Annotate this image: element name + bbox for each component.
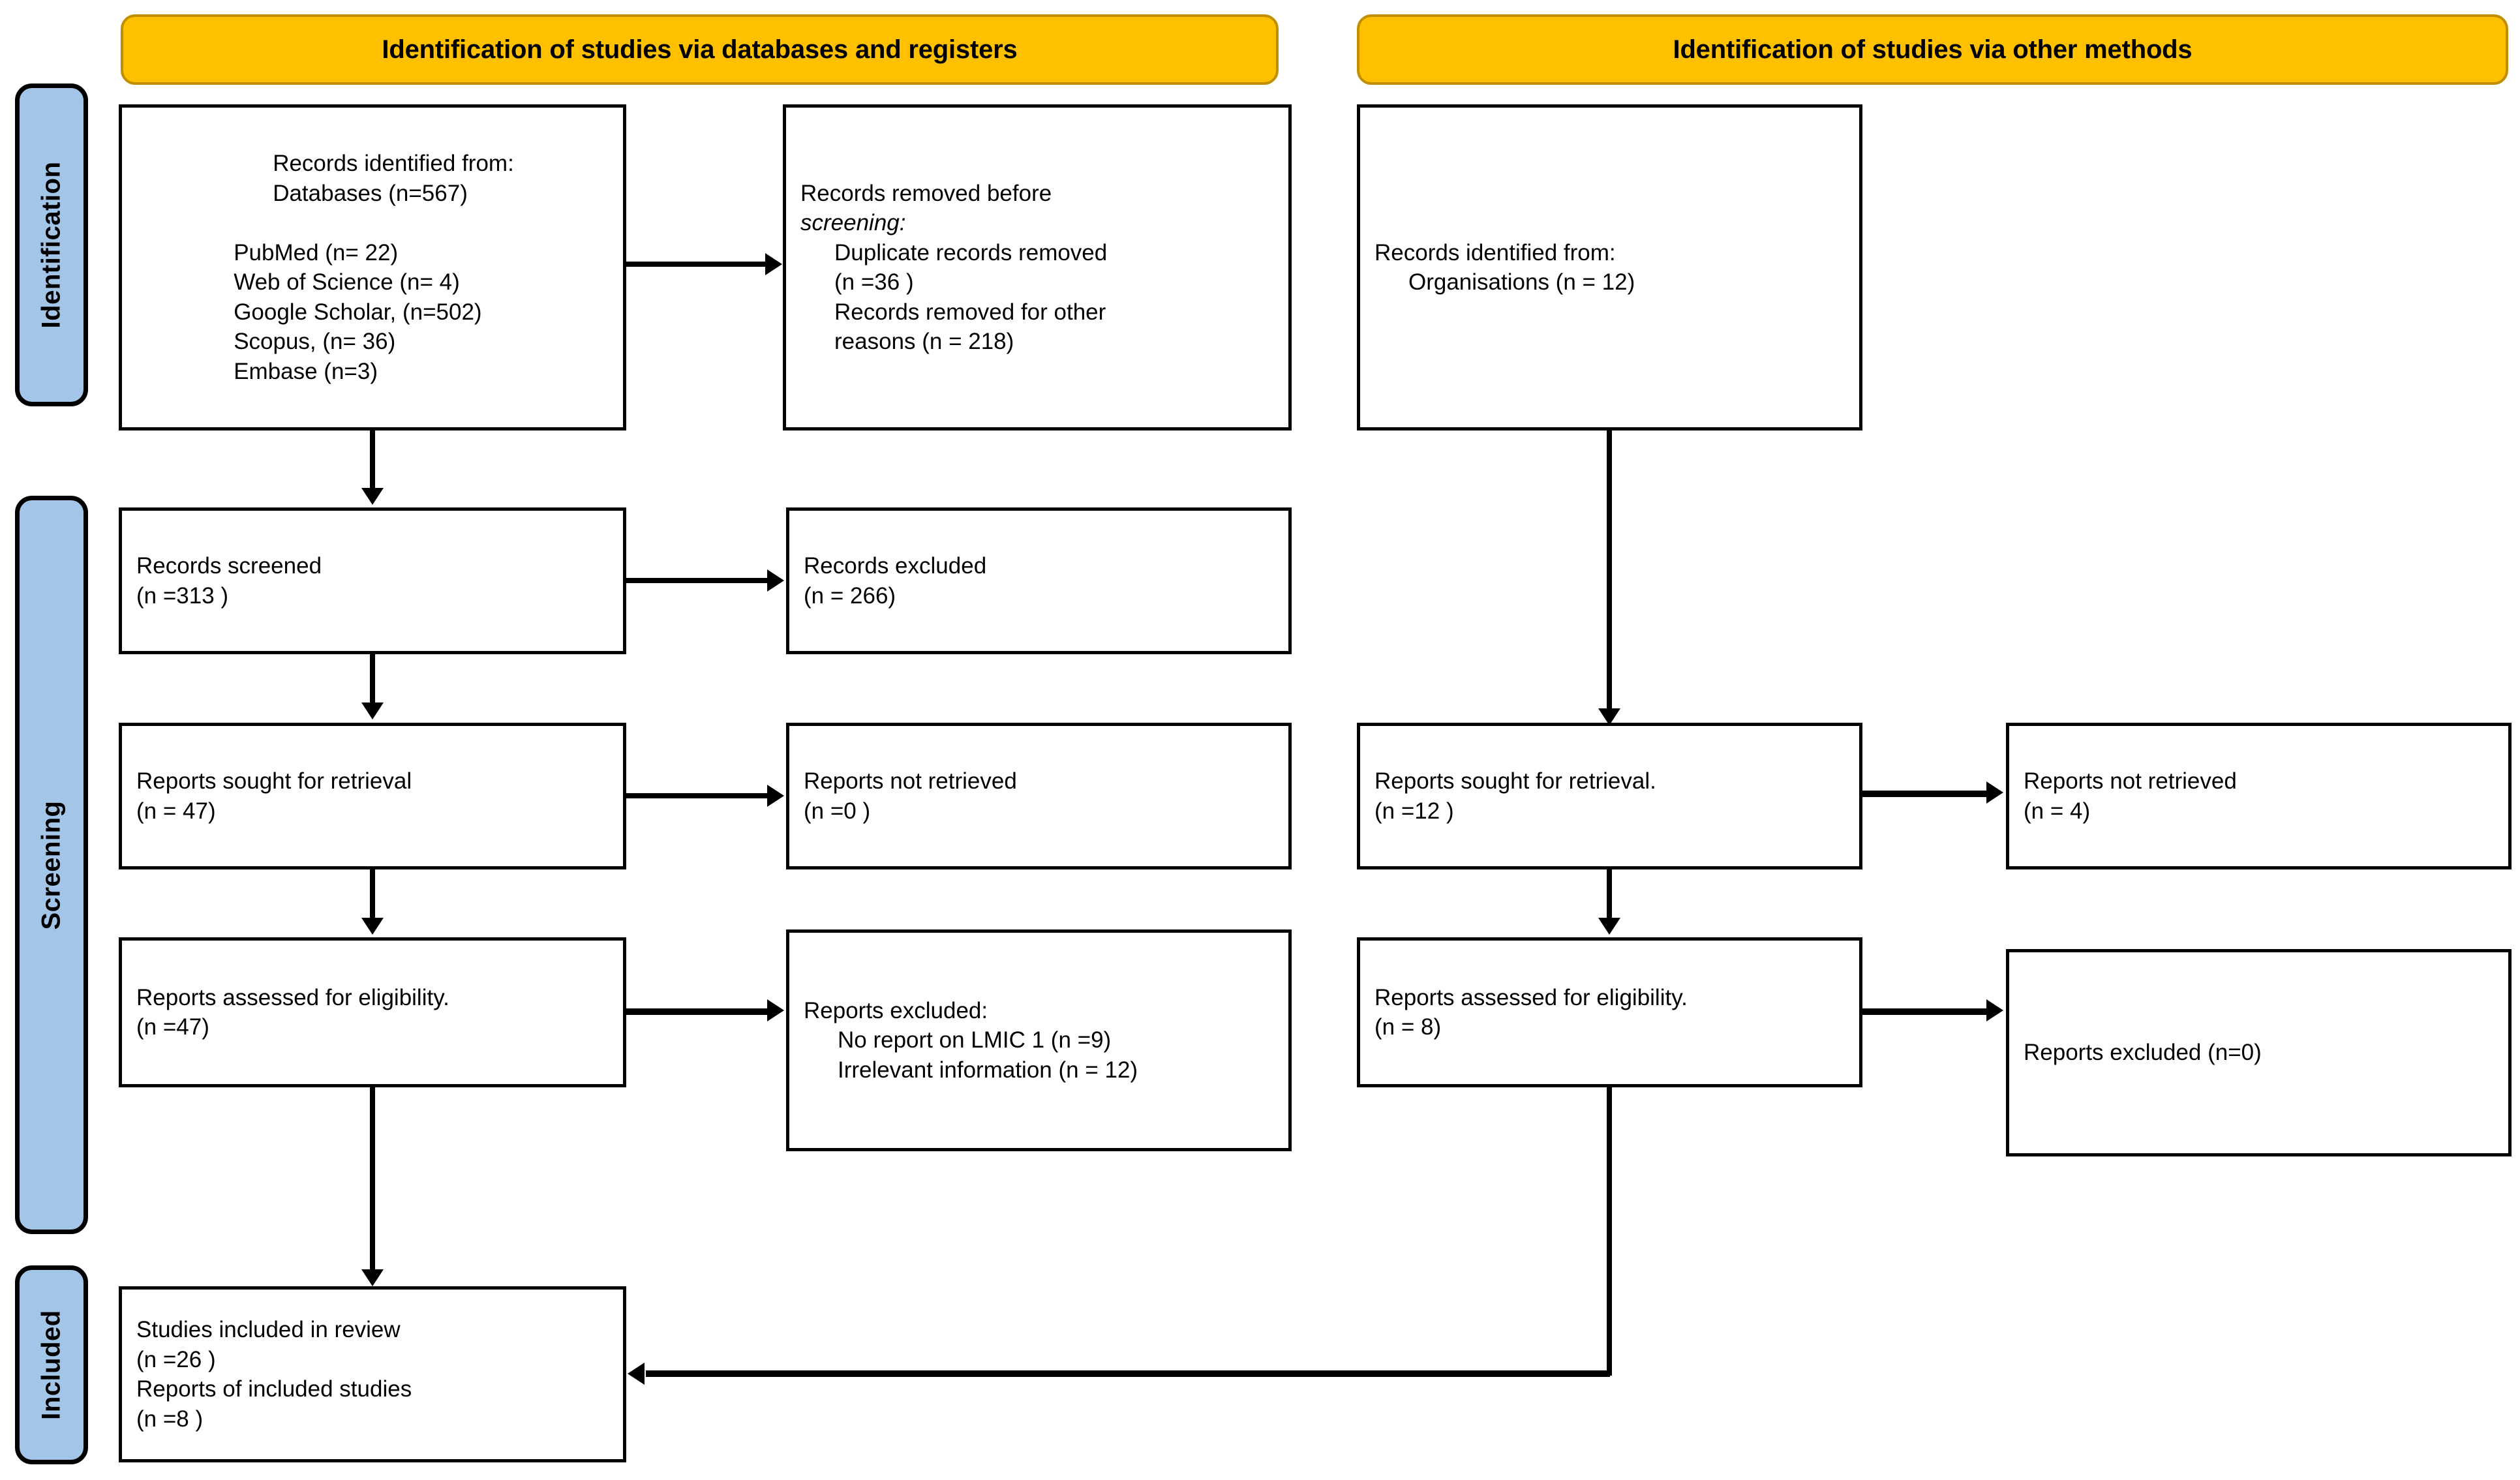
box-records-screened: Records screened (n =313 ): [119, 507, 626, 654]
connector-screened-to-sought: [370, 654, 375, 705]
box-line: Reports assessed for eligibility.: [1374, 984, 1688, 1010]
phase-header-other-methods-label: Identification of studies via other meth…: [1673, 35, 2193, 64]
box-line: (n =8 ): [136, 1406, 204, 1432]
stage-band-identification-label: Identification: [37, 161, 66, 329]
arrowhead-other-to-included: [628, 1363, 645, 1385]
connector-sought-to-assessed-db: [370, 869, 375, 920]
box-line: (n =0 ): [804, 798, 871, 824]
box-line: [234, 208, 514, 238]
box-line: Reports sought for retrieval: [136, 768, 412, 794]
box-line: Duplicate records removed: [834, 239, 1108, 265]
arrowhead-other-identified-to-sought: [1598, 708, 1620, 725]
arrowhead-sought-to-assessed-other: [1598, 918, 1620, 935]
connector-other-to-included-vertical: [1607, 1087, 1612, 1376]
phase-header-databases: Identification of studies via databases …: [121, 14, 1279, 85]
box-line: (n = 47): [136, 798, 216, 824]
stage-band-included-label: Included: [37, 1310, 66, 1420]
box-reports-not-retrieved-databases: Reports not retrieved (n =0 ): [786, 723, 1292, 869]
box-line: Records screened: [136, 553, 322, 579]
connector-identified-to-removed: [626, 262, 767, 267]
arrowhead-assessed-to-excluded-other: [1986, 999, 2003, 1021]
box-line: PubMed (n= 22): [234, 239, 399, 265]
box-reports-excluded-databases: Reports excluded: No report on LMIC 1 (n…: [786, 929, 1292, 1151]
box-reports-assessed-databases: Reports assessed for eligibility. (n =47…: [119, 937, 626, 1087]
box-line: Embase (n=3): [234, 358, 378, 384]
connector-other-to-included-horizontal: [646, 1370, 1610, 1377]
box-line: (n =47): [136, 1014, 209, 1040]
box-line: (n =313 ): [136, 582, 229, 609]
box-line: Records identified from:: [273, 151, 514, 176]
box-line: Records identified from:: [1374, 239, 1616, 265]
box-line: Reports of included studies: [136, 1376, 412, 1402]
box-line: Records excluded: [804, 553, 987, 579]
box-reports-sought-databases: Reports sought for retrieval (n = 47): [119, 723, 626, 869]
box-line: Scopus, (n= 36): [234, 329, 396, 354]
arrowhead-assessed-to-excluded-db: [767, 999, 784, 1021]
stage-band-screening: Screening: [15, 496, 88, 1234]
arrowhead-identified-to-removed: [765, 253, 782, 275]
box-line: (n =36 ): [834, 269, 914, 295]
box-reports-assessed-other: Reports assessed for eligibility. (n = 8…: [1357, 937, 1862, 1087]
box-line: Reports not retrieved: [2024, 768, 2237, 794]
box-line: Reports sought for retrieval.: [1374, 768, 1656, 794]
box-line-italic-head: Records removed before: [800, 180, 1052, 206]
box-records-identified-databases: Records identified from: Databases (n=56…: [119, 104, 626, 430]
arrowhead-identified-to-screened: [361, 488, 384, 505]
connector-assessed-to-excluded-db: [626, 1008, 768, 1015]
box-line: (n =26 ): [136, 1346, 216, 1372]
connector-sought-to-not-retrieved-other: [1862, 791, 1988, 797]
box-line: Reports excluded:: [804, 997, 988, 1023]
arrowhead-sought-to-not-retrieved-db: [767, 785, 784, 807]
box-line: Records removed before: [800, 179, 1277, 209]
arrowhead-screened-to-excluded: [767, 569, 784, 592]
box-line: (n =12 ): [1374, 798, 1454, 824]
box-line: Web of Science (n= 4): [234, 269, 460, 295]
box-line: Reports excluded (n=0): [2024, 1040, 2262, 1066]
box-line: Organisations (n = 12): [1408, 269, 1635, 295]
arrowhead-assessed-to-included-db: [361, 1269, 384, 1286]
arrowhead-sought-to-assessed-db: [361, 918, 384, 935]
arrowhead-screened-to-sought: [361, 702, 384, 719]
box-reports-excluded-other: Reports excluded (n=0): [2006, 949, 2512, 1156]
box-line: Studies included in review: [136, 1317, 401, 1342]
box-line: Irrelevant information (n = 12): [838, 1057, 1138, 1083]
box-records-excluded: Records excluded (n = 266): [786, 507, 1292, 654]
box-line: (n = 266): [804, 582, 896, 609]
connector-other-identified-to-sought: [1607, 430, 1612, 711]
box-line: Reports not retrieved: [804, 768, 1017, 794]
arrowhead-sought-to-not-retrieved-other: [1986, 781, 2003, 804]
box-line: Google Scholar, (n=502): [234, 299, 482, 325]
box-line: No report on LMIC 1 (n =9): [838, 1027, 1112, 1053]
connector-assessed-to-excluded-other: [1862, 1008, 1988, 1015]
box-line: Records removed for other: [834, 299, 1106, 325]
box-line: (n = 8): [1374, 1014, 1442, 1040]
box-line: Databases (n=567): [273, 180, 468, 206]
box-records-identified-other: Records identified from: Organisations (…: [1357, 104, 1862, 430]
box-line: screening:: [800, 210, 906, 235]
box-reports-not-retrieved-other: Reports not retrieved (n = 4): [2006, 723, 2512, 869]
connector-sought-to-assessed-other: [1607, 869, 1612, 920]
phase-header-other-methods: Identification of studies via other meth…: [1357, 14, 2508, 85]
box-line: Reports assessed for eligibility.: [136, 984, 449, 1010]
stage-band-identification: Identification: [15, 83, 88, 406]
box-reports-sought-other: Reports sought for retrieval. (n =12 ): [1357, 723, 1862, 869]
connector-screened-to-excluded: [626, 578, 768, 583]
connector-assessed-to-included-db: [370, 1087, 375, 1272]
box-records-removed-before-screening: Records removed before screening: Duplic…: [783, 104, 1292, 430]
box-studies-included: Studies included in review (n =26 ) Repo…: [119, 1286, 626, 1462]
connector-identified-to-screened: [370, 430, 375, 491]
box-line: reasons (n = 218): [834, 329, 1014, 354]
phase-header-databases-label: Identification of studies via databases …: [382, 35, 1018, 64]
box-line: (n = 4): [2024, 798, 2091, 824]
stage-band-included: Included: [15, 1265, 88, 1464]
connector-sought-to-not-retrieved-db: [626, 793, 768, 798]
stage-band-screening-label: Screening: [37, 800, 66, 929]
